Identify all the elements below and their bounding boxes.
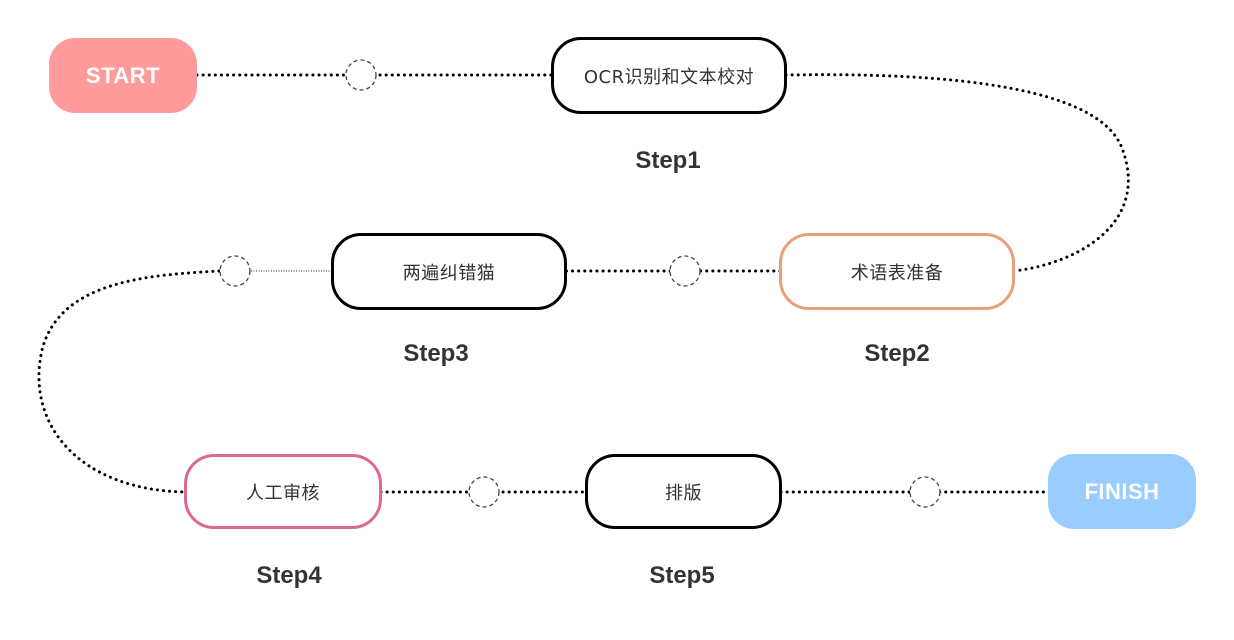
connector-step3-step4 (37, 269, 221, 494)
step4-task: 人工审核 (246, 482, 320, 504)
step3-node: 两遍纠错猫 (331, 233, 567, 310)
finish-label: FINISH (1084, 478, 1160, 504)
step3-task: 两遍纠错猫 (402, 262, 496, 284)
start-label: START (85, 62, 161, 88)
step1-task: OCR识别和文本校对 (583, 66, 755, 88)
waypoint-marker (909, 476, 941, 508)
start-terminal: START (49, 38, 197, 113)
step5-node: 排版 (585, 454, 782, 529)
step3-label: Step3 (403, 340, 469, 367)
waypoint-marker (219, 255, 251, 287)
step5-task: 排版 (665, 482, 702, 504)
step2-node: 术语表准备 (779, 233, 1015, 310)
waypoint-marker (669, 255, 701, 287)
step5-label: Step5 (649, 562, 715, 589)
step4-label: Step4 (256, 562, 322, 589)
step1-label: Step1 (635, 147, 701, 174)
finish-terminal: FINISH (1048, 454, 1196, 529)
step1-node: OCR识别和文本校对 (551, 37, 787, 114)
step4-node: 人工审核 (184, 454, 382, 529)
waypoint-marker (345, 59, 377, 91)
step2-label: Step2 (864, 340, 930, 367)
step2-task: 术语表准备 (850, 262, 944, 284)
waypoint-marker (468, 476, 500, 508)
